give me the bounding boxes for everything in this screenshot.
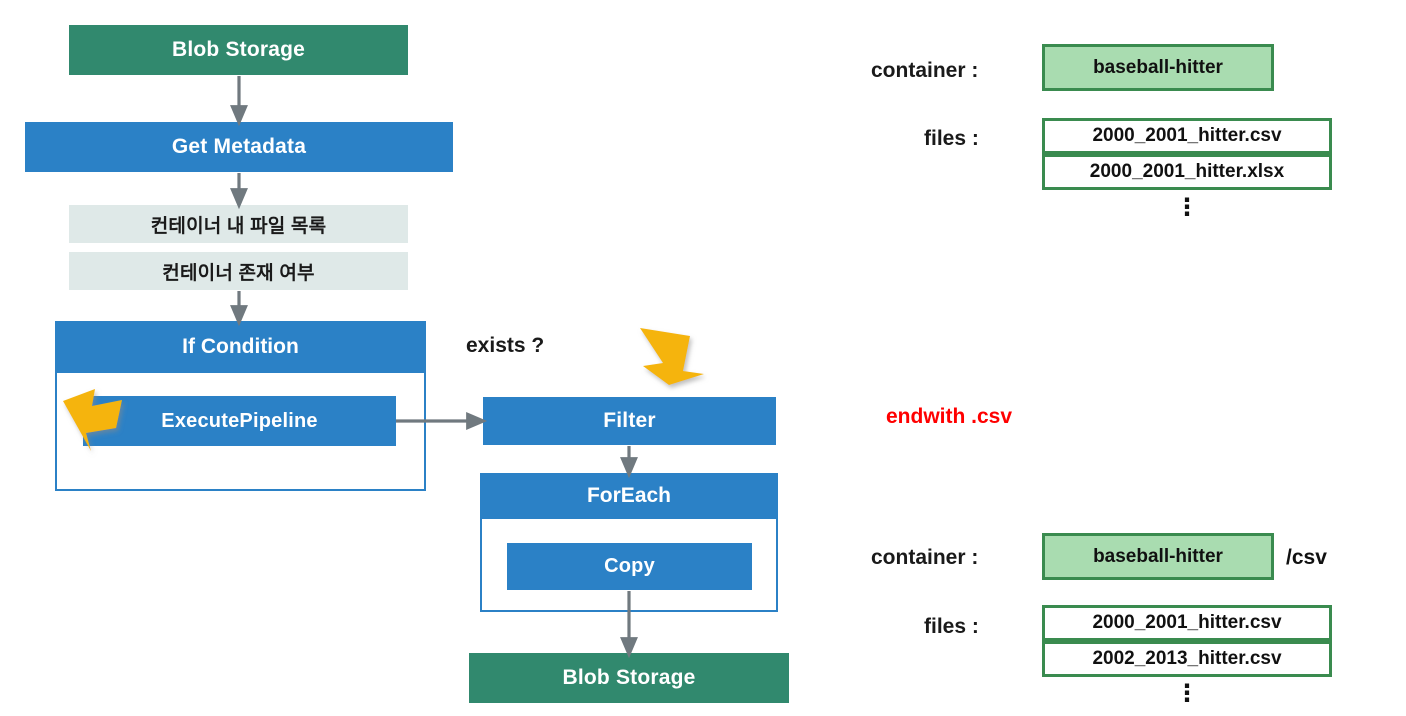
- node-sink-blob-storage[interactable]: Blob Storage: [469, 653, 789, 703]
- node-source-blob-storage[interactable]: Blob Storage: [69, 25, 408, 75]
- sink-files-label: files :: [924, 615, 979, 638]
- source-container-label: container :: [871, 59, 979, 82]
- node-filter[interactable]: Filter: [483, 397, 776, 445]
- source-file-item: 2000_2001_hitter.xlsx: [1042, 154, 1332, 190]
- sink-file-item: 2002_2013_hitter.csv: [1042, 641, 1332, 677]
- node-metadata-field-container-exists: 컨테이너 존재 여부: [69, 252, 408, 290]
- sink-container-label: container :: [871, 546, 979, 569]
- highlight-arrow-filter: [640, 328, 704, 385]
- source-files-label: files :: [924, 127, 979, 150]
- node-copy[interactable]: Copy: [507, 543, 752, 590]
- node-if-condition-header[interactable]: If Condition: [55, 321, 426, 373]
- annotation-endwith-csv: endwith .csv: [886, 405, 1013, 428]
- node-foreach-header[interactable]: ForEach: [480, 473, 778, 519]
- source-container-value: baseball-hitter: [1042, 44, 1274, 91]
- sink-container-value: baseball-hitter: [1042, 533, 1274, 580]
- node-get-metadata[interactable]: Get Metadata: [25, 122, 453, 172]
- source-files-ellipsis: ⋮: [1175, 194, 1199, 221]
- sink-container-suffix: /csv: [1286, 546, 1327, 569]
- sink-files-ellipsis: ⋮: [1175, 680, 1199, 707]
- sink-file-item: 2000_2001_hitter.csv: [1042, 605, 1332, 641]
- source-file-item: 2000_2001_hitter.csv: [1042, 118, 1332, 154]
- node-execute-pipeline[interactable]: ExecutePipeline: [83, 396, 396, 446]
- node-metadata-field-file-list: 컨테이너 내 파일 목록: [69, 205, 408, 243]
- annotation-exists: exists ?: [466, 334, 545, 357]
